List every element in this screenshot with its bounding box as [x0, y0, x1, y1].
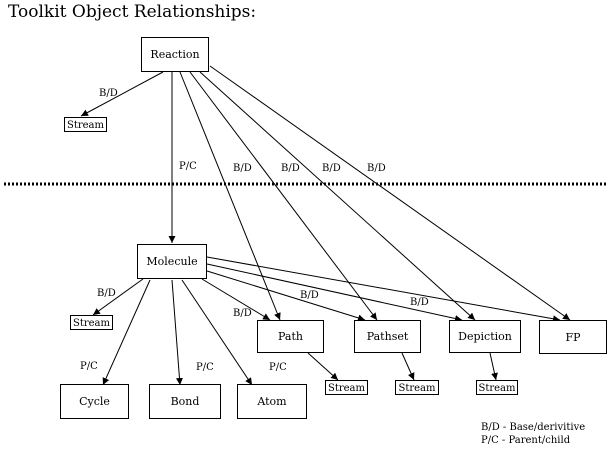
edge-pathset-stream — [401, 352, 415, 381]
legend-bd: B/D - Base/derivitive — [481, 422, 585, 433]
edge-molecule-stream — [92, 278, 144, 316]
node-pathset[interactable]: Pathset — [354, 320, 421, 353]
node-molecule-label: Molecule — [146, 255, 197, 268]
edge-label-reaction-stream: B/D — [99, 88, 118, 99]
edge-path-stream — [307, 352, 339, 381]
node-stream-path-label: Stream — [328, 383, 366, 394]
node-cycle[interactable]: Cycle — [60, 384, 129, 419]
node-stream-molecule[interactable]: Stream — [70, 315, 113, 330]
node-stream-depiction[interactable]: Stream — [476, 380, 518, 395]
node-path[interactable]: Path — [257, 320, 324, 353]
diagram-title: Toolkit Object Relationships: — [8, 2, 256, 22]
node-reaction-label: Reaction — [150, 48, 199, 61]
node-bond[interactable]: Bond — [149, 384, 221, 419]
node-fp[interactable]: FP — [539, 320, 607, 354]
edge-molecule-pathset — [206, 270, 366, 322]
edge-molecule-atom — [181, 279, 253, 386]
node-pathset-label: Pathset — [367, 330, 409, 343]
node-stream-pathset-label: Stream — [398, 383, 436, 394]
edge-label-molecule-bond: P/C — [196, 362, 214, 373]
edge-molecule-depiction — [206, 263, 463, 322]
edge-label-molecule-pathset: B/D — [300, 290, 319, 301]
legend-pc: P/C - Parent/child — [481, 435, 571, 446]
edge-reaction-stream — [80, 71, 164, 117]
node-depiction-label: Depiction — [458, 330, 512, 343]
node-stream-molecule-label: Stream — [73, 318, 111, 329]
node-stream-depiction-label: Stream — [478, 383, 516, 394]
node-fp-label: FP — [565, 331, 581, 344]
edge-label-reaction-molecule: P/C — [179, 161, 197, 172]
node-stream-reaction[interactable]: Stream — [64, 117, 107, 132]
node-atom-label: Atom — [256, 395, 287, 408]
node-depiction[interactable]: Depiction — [449, 320, 521, 353]
edge-molecule-cycle — [102, 279, 151, 386]
edge-label-reaction-pathset: B/D — [281, 163, 300, 174]
edge-label-molecule-cycle: P/C — [80, 361, 98, 372]
node-path-label: Path — [278, 330, 303, 343]
edge-reaction-fp — [209, 65, 571, 321]
edge-reaction-depiction — [199, 71, 476, 321]
edge-label-reaction-fp: B/D — [367, 163, 386, 174]
node-reaction[interactable]: Reaction — [141, 37, 209, 72]
edge-label-molecule-atom: P/C — [269, 362, 287, 373]
edge-label-reaction-path: B/D — [233, 163, 252, 174]
edge-label-molecule-stream: B/D — [97, 288, 116, 299]
node-bond-label: Bond — [171, 395, 200, 408]
node-stream-path[interactable]: Stream — [325, 380, 368, 395]
node-cycle-label: Cycle — [79, 395, 110, 408]
edge-label-molecule-path: B/D — [233, 308, 252, 319]
edge-label-molecule-depiction: B/D — [410, 297, 429, 308]
edge-molecule-bond — [171, 279, 183, 386]
edge-molecule-path — [201, 278, 271, 321]
node-atom[interactable]: Atom — [237, 384, 307, 419]
edge-depiction-stream — [489, 352, 498, 381]
node-stream-pathset[interactable]: Stream — [395, 380, 439, 395]
edge-reaction-path — [179, 71, 281, 321]
edge-label-reaction-depiction: B/D — [322, 163, 341, 174]
node-molecule[interactable]: Molecule — [137, 244, 207, 279]
edge-reaction-pathset — [189, 71, 378, 321]
node-stream-reaction-label: Stream — [67, 120, 105, 131]
edge-molecule-fp — [206, 256, 561, 323]
